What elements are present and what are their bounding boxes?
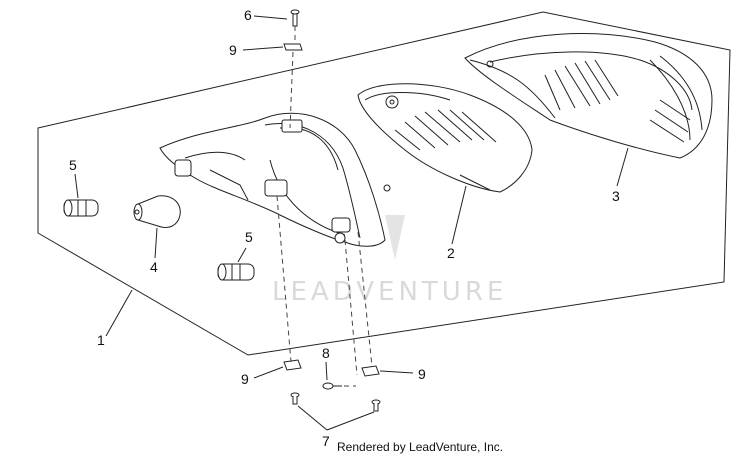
screw-part-7-right[interactable] xyxy=(371,399,381,412)
callout-3: 3 xyxy=(612,188,620,204)
leader-lines xyxy=(74,15,629,431)
callout-9-top: 9 xyxy=(229,42,237,58)
callout-5-middle: 5 xyxy=(245,229,253,245)
callout-7: 7 xyxy=(322,433,330,449)
screw-part-6[interactable] xyxy=(290,9,300,27)
clip-nut-part-9-top[interactable] xyxy=(283,43,303,51)
bulb-part-5-left[interactable] xyxy=(63,199,99,217)
assembly-axis-lines xyxy=(276,26,373,387)
lamp-housing-part-1[interactable] xyxy=(159,112,391,247)
reflector-lens-part-2[interactable] xyxy=(357,83,533,193)
watermark-logo-icon xyxy=(385,215,405,260)
screw-part-7-left[interactable] xyxy=(290,392,300,405)
clip-nut-part-9-bottom-right[interactable] xyxy=(361,365,380,377)
callout-8: 8 xyxy=(322,345,330,361)
assembly-boundary xyxy=(37,11,731,356)
callout-9-bottom-right: 9 xyxy=(418,366,426,382)
callout-1: 1 xyxy=(97,332,105,348)
callout-2: 2 xyxy=(447,245,455,261)
bulb-part-5-middle[interactable] xyxy=(217,263,255,281)
callout-9-bottom-left: 9 xyxy=(241,371,249,387)
callout-6: 6 xyxy=(244,7,252,23)
screw-part-8[interactable] xyxy=(322,382,342,390)
callout-5-left: 5 xyxy=(69,157,77,173)
outer-lens-part-3[interactable] xyxy=(464,33,713,159)
credit-text: Rendered by LeadVenture, Inc. xyxy=(337,440,504,454)
clip-nut-part-9-bottom-left[interactable] xyxy=(283,359,302,371)
watermark-text: LEADVENTURE xyxy=(272,277,507,307)
bulb-part-4[interactable] xyxy=(133,195,181,229)
callout-4: 4 xyxy=(150,259,158,275)
